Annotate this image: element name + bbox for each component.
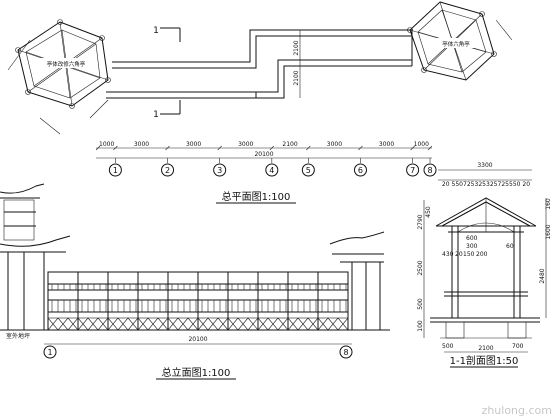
section-height-2480: 2480: [539, 268, 546, 283]
section-bottom-500: 500: [442, 343, 454, 350]
section-top-dim-4: 325: [475, 181, 487, 188]
plan-axis-label-5: 5: [306, 166, 311, 175]
plan-dim-tick: [95, 145, 101, 151]
plan-vertical-dims: 2100 2100: [293, 30, 301, 98]
plan-dim-1: 1000: [99, 141, 114, 148]
plan-axis-label-3: 3: [217, 166, 222, 175]
section-label-600: 600: [466, 235, 478, 242]
section-label-300: 300: [466, 243, 478, 250]
plan-axis-markers: 1 2 3 4 5 6 7 8: [108, 158, 437, 177]
plan-axis-circle-2: [161, 163, 175, 177]
plan-axis-circle-6: [353, 163, 367, 177]
right-pavilion-label: 亭体六角亭: [442, 40, 470, 48]
left-pavilion-elevation: [0, 183, 71, 330]
section-top-dim-2: 550: [452, 181, 464, 188]
section-bottom-2100: 2100: [478, 345, 493, 352]
watermark: zhulong.com: [482, 404, 552, 417]
plan-dim-5: 2100: [282, 141, 297, 148]
plan-title: 总平面图1:100: [222, 190, 291, 203]
elevation-axis-1: 1: [43, 345, 57, 359]
plan-axis-circle-5: [301, 163, 315, 177]
plan-dim-3: 3000: [186, 141, 201, 148]
left-pavilion-label: 亭体改修六角亭: [47, 60, 86, 68]
plan-axis-circle-4: [265, 163, 279, 177]
plan-dimension-chain: 1000 3000 3000 3000 2100 3000 3000 1000: [95, 141, 433, 151]
section-height-100: 100: [417, 320, 424, 332]
section-label-200: 200: [476, 251, 488, 258]
plan-view: 亭体改修六角亭 亭体六角亭: [7, 1, 513, 204]
plan-vertical-dim-1: 2100: [293, 40, 300, 55]
plan-dim-tick: [269, 145, 275, 151]
section-bottom-700: 700: [512, 343, 524, 350]
section-label-60: 60: [506, 243, 514, 250]
elevation-view: 20100 室外地坪 1 8 总立面图1:100: [0, 183, 390, 380]
right-pavilion-elevation: [329, 231, 385, 330]
plan-dim-8: 1000: [414, 141, 429, 148]
plan-axis-label-7: 7: [410, 166, 415, 175]
section-marks: 1 1: [153, 26, 181, 120]
plan-dim-tick: [113, 145, 118, 151]
elevation-ground-label: 室外地坪: [6, 332, 30, 340]
section-height-500: 500: [417, 298, 424, 310]
section-label-20: 20: [455, 251, 463, 258]
plan-axis-label-4: 4: [269, 166, 274, 175]
section-top-dim-8: 20: [522, 181, 530, 188]
plan-dim-tick: [165, 145, 170, 151]
section-height-1600: 1600: [545, 224, 552, 239]
left-pavilion: 亭体改修六角亭: [7, 19, 111, 135]
plan-dim-7: 3000: [379, 141, 394, 148]
plan-axis-circle-1: [108, 163, 122, 177]
section-height-450: 450: [425, 206, 432, 218]
plan-dim-tick: [217, 145, 222, 151]
section-mark-bottom: 1: [153, 110, 159, 120]
section-top-dim-1: 20: [442, 181, 450, 188]
section-top-dim-6: 725: [498, 181, 510, 188]
corridor-plan: [106, 29, 413, 99]
plan-vertical-dim-2: 2100: [293, 70, 300, 85]
section-top-dim-7: 550: [509, 181, 521, 188]
plan-dim-tick: [410, 145, 415, 151]
elevation-title: 总立面图1:100: [162, 366, 231, 379]
plan-total-dim: 20100: [254, 151, 273, 158]
right-pavilion: 亭体六角亭: [407, 1, 513, 81]
elevation-total-dim: 20100: [188, 336, 207, 343]
plan-axis-label-1: 1: [113, 166, 118, 175]
svg-text:8: 8: [343, 348, 348, 357]
section-height-2500: 2500: [417, 260, 424, 275]
plan-dim-6: 3000: [327, 141, 342, 148]
plan-dim-tick: [358, 145, 363, 151]
section-top-width: 3300: [477, 162, 492, 169]
section-height-2790: 2790: [417, 214, 424, 229]
section-mark-top: 1: [153, 26, 159, 36]
plan-axis-label-6: 6: [358, 166, 363, 175]
svg-text:1: 1: [47, 348, 52, 357]
plan-axis-circle-7: [406, 163, 420, 177]
plan-axis-circle-8: [423, 163, 437, 177]
plan-dim-4: 3000: [238, 141, 253, 148]
section-label-430: 430: [442, 251, 454, 258]
plan-dim-tick: [427, 145, 433, 151]
plan-axis-circle-3: [213, 163, 227, 177]
section-height-160: 160: [545, 198, 552, 210]
section-top-dim-3: 725: [463, 181, 475, 188]
section-title: 1-1剖面图1:50: [450, 354, 519, 367]
section-top-dim-5: 325: [486, 181, 498, 188]
section-label-150: 150: [463, 251, 475, 258]
plan-dim-2: 3000: [134, 141, 149, 148]
corridor-elevation: [0, 271, 390, 331]
plan-axis-label-2: 2: [165, 166, 170, 175]
plan-axis-label-8: 8: [427, 166, 432, 175]
plan-dim-tick: [306, 145, 311, 151]
elevation-axis-8: 8: [339, 345, 353, 359]
